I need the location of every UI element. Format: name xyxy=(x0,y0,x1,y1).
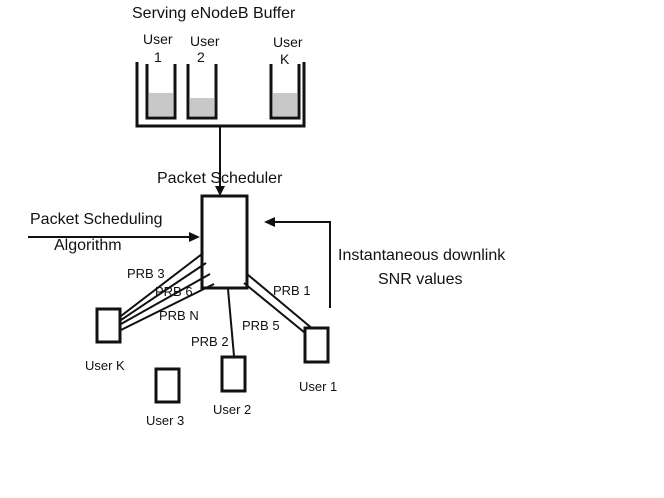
scheduler-label: Packet Scheduler xyxy=(157,170,283,187)
buffer-queue-user-2 xyxy=(186,64,218,120)
buffer-fill-user-2 xyxy=(190,98,214,116)
user-3-terminal xyxy=(154,367,181,404)
buffer-user-1-label: User xyxy=(143,31,173,47)
algorithm-arrowhead xyxy=(189,232,200,242)
link-prbn-upper xyxy=(120,273,211,325)
buffer-to-scheduler-arrowhead xyxy=(215,186,225,196)
user-1-label: User 1 xyxy=(299,379,338,394)
prb-6-label: PRB 6 xyxy=(155,284,193,299)
link-prb1 xyxy=(246,273,315,331)
links-to-user-k xyxy=(120,253,215,331)
buffer-tray-outline xyxy=(135,62,306,128)
prb-2-label: PRB 2 xyxy=(191,334,229,349)
links-to-user-1 xyxy=(243,273,315,338)
buffer-fill-user-k xyxy=(273,93,297,116)
snr-label-line-2: SNR values xyxy=(378,271,463,288)
link-prb5 xyxy=(243,282,311,338)
buffer-queue-user-k xyxy=(269,64,301,120)
prb-n-label: PRB N xyxy=(159,308,199,323)
algorithm-label-line-2: Algorithm xyxy=(54,237,122,254)
buffer-user-1-index: 1 xyxy=(154,49,162,65)
buffer-tray xyxy=(135,62,306,128)
prb-5-label: PRB 5 xyxy=(242,318,280,333)
snr-feedback-arrowhead xyxy=(264,217,275,227)
snr-label-line-1: Instantaneous downlink xyxy=(338,247,506,264)
link-prb3 xyxy=(120,253,203,317)
user-1-terminal xyxy=(303,326,330,364)
buffer-title: Serving eNodeB Buffer xyxy=(132,5,296,22)
buffer-fill-user-1 xyxy=(149,93,173,116)
link-prb2 xyxy=(227,288,235,357)
buffer-queue-user-1 xyxy=(145,64,177,120)
prb-1-label: PRB 1 xyxy=(273,283,311,298)
buffer-user-k-index: K xyxy=(280,51,290,67)
link-prb6 xyxy=(120,262,207,321)
buffer-outline-user-1 xyxy=(145,64,177,120)
user-3-label: User 3 xyxy=(146,413,185,428)
user-2-terminal xyxy=(220,355,247,393)
user-k-label: User K xyxy=(85,358,125,373)
buffer-outline-user-k xyxy=(269,64,301,120)
algorithm-label-line-1: Packet Scheduling xyxy=(30,211,163,228)
packet-scheduler-box xyxy=(200,194,249,290)
buffer-user-k-label: User xyxy=(273,34,303,50)
prb-3-label: PRB 3 xyxy=(127,266,165,281)
buffer-outline-user-2 xyxy=(186,64,218,120)
user-k-terminal xyxy=(95,307,122,344)
user-2-label: User 2 xyxy=(213,402,252,417)
link-prbn-lower xyxy=(120,283,215,331)
buffer-user-2-label: User xyxy=(190,33,220,49)
buffer-user-2-index: 2 xyxy=(197,49,205,65)
snr-feedback-line xyxy=(274,221,331,308)
